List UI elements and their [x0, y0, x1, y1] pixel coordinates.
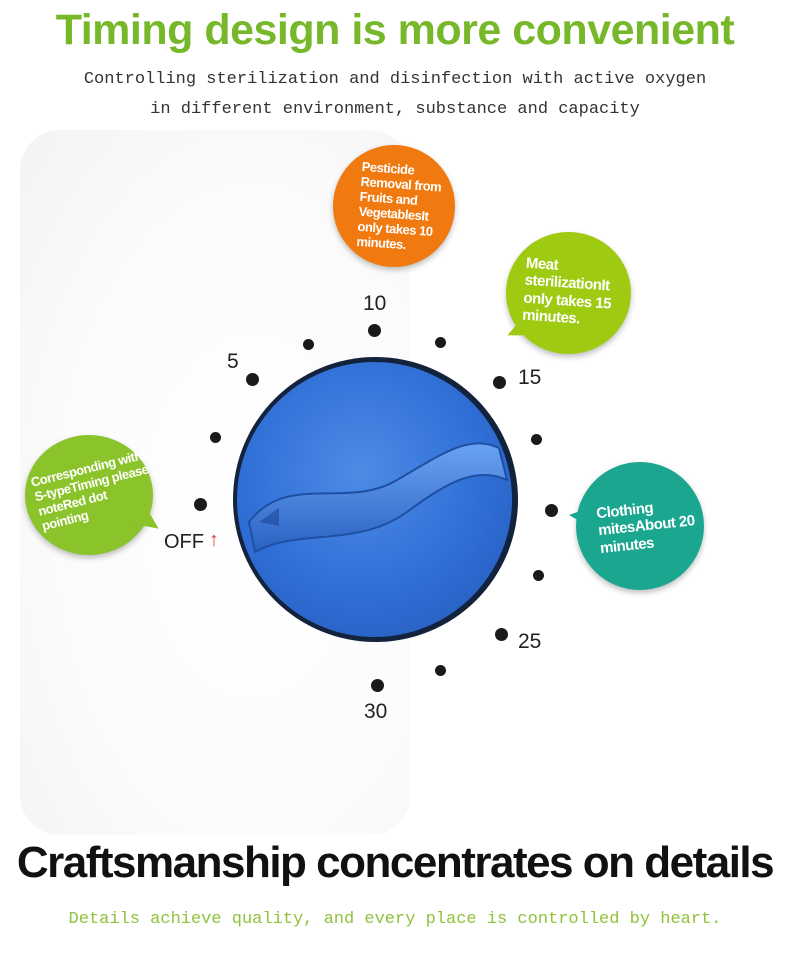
bubble-pesticide-removal: Pesticide Removal from Fruits and Vegeta… [333, 145, 455, 267]
dial-label-10: 10 [363, 292, 387, 315]
red-pointer-arrow-icon: ↑ [209, 529, 219, 551]
dial-dot [210, 432, 221, 443]
section-subtitle: Details achieve quality, and every place… [68, 910, 722, 929]
dial-dot [435, 337, 446, 348]
dial-label-30: 30 [364, 700, 388, 723]
subtitle-line-1: Controlling sterilization and disinfecti… [83, 70, 707, 89]
dial-dot-10 [368, 324, 381, 337]
bubble-meat-text: Meat sterilizationIt only takes 15 minut… [521, 254, 612, 328]
dial-dot-25 [495, 628, 508, 641]
bubble-clothing-text: Clothing mitesAbout 20 minutes [595, 499, 696, 557]
bubble-meat-sterilization: Meat sterilizationIt only takes 15 minut… [502, 232, 631, 354]
bubble-corresponding-timing: Corresponding with S-typeTiming please n… [25, 435, 167, 555]
section-headline: Craftsmanship concentrates on details [16, 838, 775, 887]
dial-dot [303, 339, 314, 350]
dial-dot-off [194, 498, 207, 511]
page-headline: Timing design is more convenient [55, 6, 735, 54]
dial-label-off: OFF [164, 531, 204, 553]
subtitle-line-2: in different environment, substance and … [150, 100, 640, 119]
dial-label-15: 15 [518, 366, 542, 389]
dial-dot-5 [246, 373, 259, 386]
bubble-clothing-mites: Clothing mitesAbout 20 minutes [569, 462, 704, 590]
dial-dot-20 [545, 504, 558, 517]
dial-dot [435, 665, 446, 676]
bubble-pesticide-text: Pesticide Removal from Fruits and Vegeta… [356, 158, 442, 252]
knob-grip-handle-icon [247, 442, 509, 554]
dial-dot [531, 434, 542, 445]
dial-label-5: 5 [227, 350, 239, 373]
dial-label-25: 25 [518, 630, 542, 653]
dial-dot-15 [493, 376, 506, 389]
dial-dot-30 [371, 679, 384, 692]
dial-dot [533, 570, 544, 581]
